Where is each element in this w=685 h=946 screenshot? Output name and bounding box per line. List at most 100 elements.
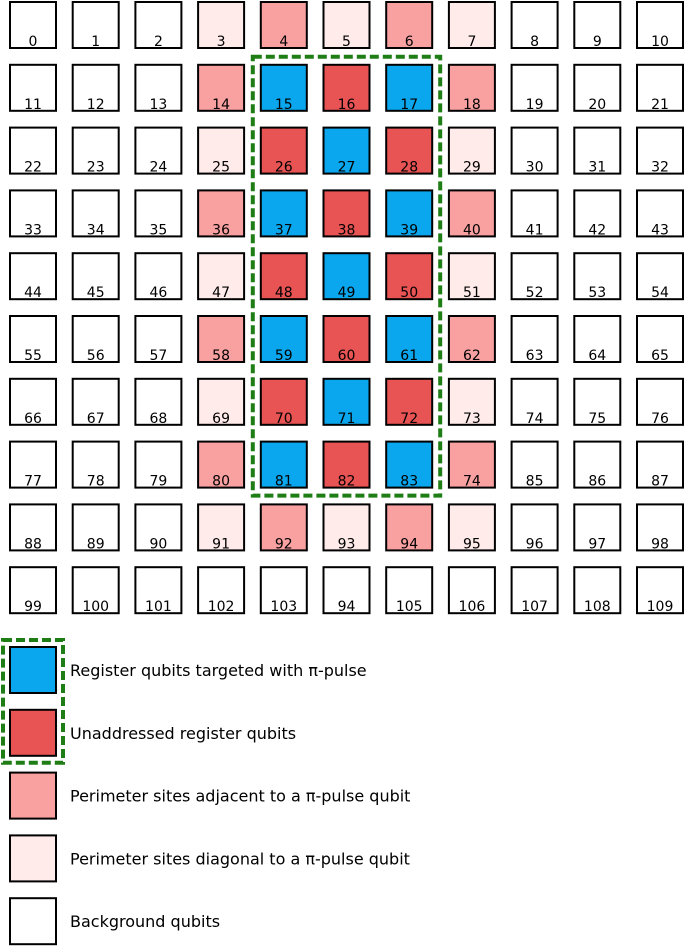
qubit-label: 22 xyxy=(24,160,42,176)
legend-register-outline xyxy=(1,638,65,765)
qubit-square xyxy=(573,1,622,49)
qubit-cell: 44 xyxy=(9,252,57,301)
qubit-square xyxy=(573,440,622,489)
qubit-square xyxy=(510,566,559,615)
qubit-label: 38 xyxy=(338,222,356,238)
qubit-cell: 68 xyxy=(134,377,183,427)
qubit-square xyxy=(510,377,559,426)
qubit-cell: 4 xyxy=(259,1,308,50)
qubit-cell: 71 xyxy=(322,377,371,427)
qubit-cell: 80 xyxy=(197,440,246,490)
legend-label: Unaddressed register qubits xyxy=(70,724,296,743)
qubit-square xyxy=(385,315,434,363)
qubit-square xyxy=(134,126,183,175)
qubit-label: 12 xyxy=(87,97,105,113)
qubit-label: 34 xyxy=(87,222,105,238)
qubit-label: 25 xyxy=(212,160,230,176)
qubit-square xyxy=(636,440,684,489)
qubit-label: 94 xyxy=(400,536,418,552)
qubit-cell: 74 xyxy=(510,377,559,427)
qubit-cell: 22 xyxy=(9,126,57,176)
qubit-cell: 39 xyxy=(385,189,434,238)
qubit-cell: 103 xyxy=(259,566,308,615)
qubit-cell: 37 xyxy=(259,189,308,238)
qubit-cell: 28 xyxy=(385,126,434,176)
legend-label: Register qubits targeted with π-pulse xyxy=(70,661,367,680)
qubit-cell: 100 xyxy=(71,566,120,615)
qubit-square xyxy=(9,252,57,301)
qubit-cell: 11 xyxy=(9,63,57,113)
qubit-cell: 96 xyxy=(510,503,559,552)
qubit-label: 68 xyxy=(149,411,167,427)
qubit-cell: 38 xyxy=(322,189,371,238)
qubit-label: 75 xyxy=(588,411,606,427)
qubit-square xyxy=(71,377,120,426)
qubit-label: 65 xyxy=(651,348,669,364)
qubit-square xyxy=(385,503,434,552)
qubit-square xyxy=(9,189,57,238)
qubit-square xyxy=(197,252,246,301)
qubit-label: 98 xyxy=(651,536,669,552)
qubit-cell: 43 xyxy=(636,189,684,238)
qubit-label: 70 xyxy=(275,411,293,427)
qubit-label: 20 xyxy=(588,97,606,113)
qubit-label: 32 xyxy=(651,160,669,176)
qubit-square xyxy=(71,440,120,489)
qubit-cell: 88 xyxy=(9,503,57,552)
qubit-square xyxy=(197,440,246,489)
qubit-cell: 59 xyxy=(259,315,308,364)
qubit-square xyxy=(71,315,120,363)
qubit-square xyxy=(9,503,57,552)
qubit-square xyxy=(636,126,684,175)
qubit-label: 93 xyxy=(338,536,356,552)
qubit-label: 2 xyxy=(154,34,163,50)
qubit-label: 59 xyxy=(275,348,293,364)
qubit-cell: 8 xyxy=(510,1,559,50)
qubit-label: 69 xyxy=(212,411,230,427)
qubit-square xyxy=(134,63,183,112)
qubit-cell: 34 xyxy=(71,189,120,238)
qubit-cell: 46 xyxy=(134,252,183,301)
qubit-square xyxy=(573,503,622,552)
qubit-cell: 102 xyxy=(197,566,246,615)
qubit-label: 11 xyxy=(24,97,42,113)
qubit-square xyxy=(447,63,496,112)
qubit-cell: 50 xyxy=(385,252,434,301)
register-outline xyxy=(250,54,443,498)
qubit-label: 41 xyxy=(526,222,544,238)
qubit-cell: 90 xyxy=(134,503,183,552)
qubit-label: 107 xyxy=(521,599,548,615)
qubit-square xyxy=(259,63,308,112)
qubit-cell: 79 xyxy=(134,440,183,490)
qubit-label: 17 xyxy=(400,97,418,113)
qubit-label: 47 xyxy=(212,285,230,301)
qubit-cell: 60 xyxy=(322,315,371,364)
qubit-cell: 2 xyxy=(134,1,183,50)
qubit-label: 9 xyxy=(593,34,602,50)
qubit-cell: 48 xyxy=(259,252,308,301)
qubit-label: 97 xyxy=(588,536,606,552)
qubit-cell: 86 xyxy=(573,440,622,490)
qubit-cell: 5 xyxy=(322,1,371,50)
qubit-square xyxy=(9,63,57,112)
qubit-label: 52 xyxy=(526,285,544,301)
qubit-label: 21 xyxy=(651,97,669,113)
qubit-square xyxy=(636,566,684,615)
qubit-square xyxy=(259,503,308,552)
qubit-square xyxy=(197,126,246,175)
qubit-label: 45 xyxy=(87,285,105,301)
qubit-cell: 81 xyxy=(259,440,308,490)
qubit-label: 0 xyxy=(29,34,38,50)
qubit-label: 44 xyxy=(24,285,42,301)
qubit-label: 55 xyxy=(24,348,42,364)
qubit-square xyxy=(134,440,183,489)
qubit-label: 42 xyxy=(588,222,606,238)
qubit-cell: 62 xyxy=(447,315,496,364)
qubit-square xyxy=(447,440,496,489)
qubit-square xyxy=(71,126,120,175)
qubit-square xyxy=(636,189,684,238)
qubit-square xyxy=(71,63,120,112)
qubit-cell: 54 xyxy=(636,252,684,301)
qubit-label: 99 xyxy=(24,599,42,615)
qubit-square xyxy=(259,189,308,238)
